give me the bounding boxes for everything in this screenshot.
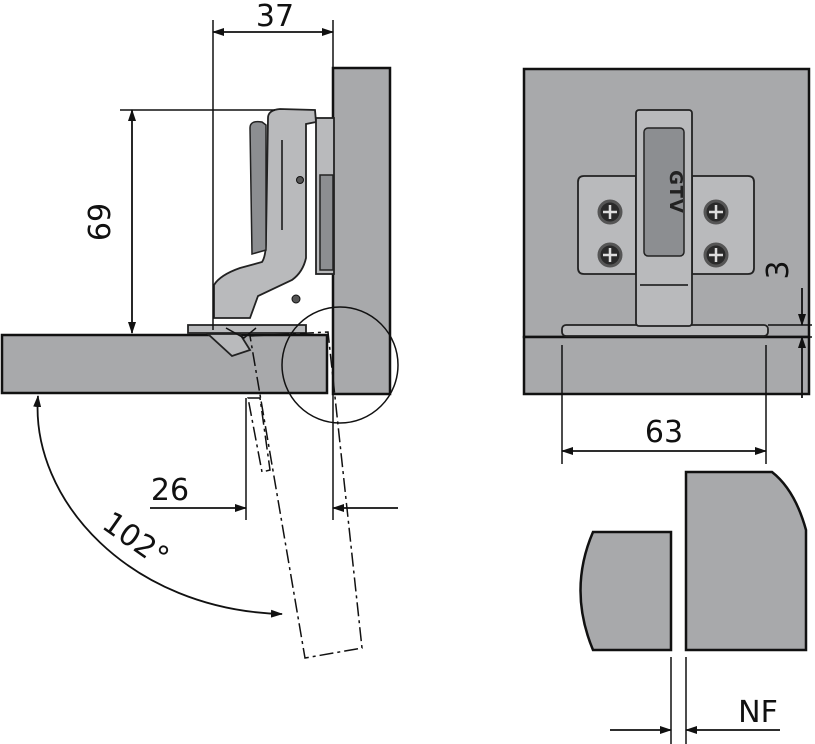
- dimension-nf: NF: [610, 657, 780, 744]
- dim-label-63: 63: [645, 415, 683, 450]
- dimension-3: 3: [761, 260, 812, 398]
- dim-label-nf: NF: [738, 695, 778, 730]
- screw-icon: [703, 199, 729, 225]
- door-panel: [0, 333, 329, 395]
- side-view: 37 69 26 102°: [0, 0, 399, 659]
- door-piece-right: [684, 470, 808, 652]
- hinge-arm: [213, 108, 335, 319]
- dim-label-26: 26: [151, 473, 189, 508]
- angle-label-102: 102°: [96, 505, 175, 575]
- brand-mark: GTV: [665, 170, 686, 214]
- dim-label-37: 37: [256, 0, 294, 34]
- detail-circle: [281, 306, 399, 424]
- dimension-69: 69: [83, 109, 275, 334]
- front-view: GTV 3: [522, 67, 812, 464]
- cabinet-side-panel: [331, 66, 392, 396]
- dim-label-3: 3: [761, 260, 796, 279]
- door-piece-left: [579, 530, 673, 652]
- front-mounting-plate: GTV: [561, 109, 769, 337]
- screws: [597, 199, 729, 268]
- screw-icon: [597, 242, 623, 268]
- screw-icon: [703, 242, 729, 268]
- dimension-37: 37: [212, 0, 334, 330]
- gap-detail-view: NF: [579, 470, 808, 744]
- screw-icon: [597, 199, 623, 225]
- dimension-26: 26: [150, 394, 398, 520]
- dimension-63: 63: [561, 345, 767, 464]
- door-edge-panel: [522, 335, 811, 396]
- dim-label-69: 69: [83, 203, 118, 241]
